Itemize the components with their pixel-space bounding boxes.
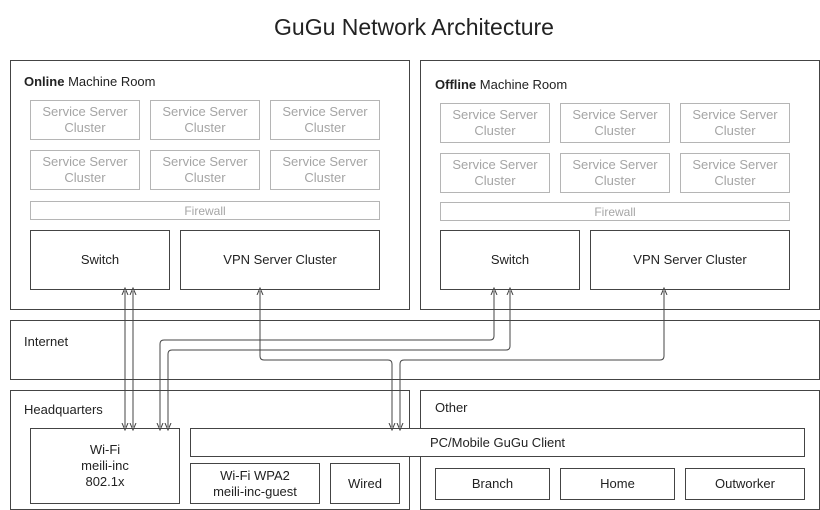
- offline-cluster: Service Server Cluster: [440, 153, 550, 193]
- online-cluster: Service Server Cluster: [270, 100, 380, 140]
- offline-room-label-bold: Offline: [435, 77, 477, 92]
- offline-room-label-rest: Machine Room: [476, 77, 568, 92]
- offline-cluster: Service Server Cluster: [680, 153, 790, 193]
- online-cluster: Service Server Cluster: [30, 100, 140, 140]
- home: Home: [560, 468, 675, 500]
- connector-wifi-offline-switch: [168, 291, 510, 427]
- wifi-8021x: Wi-Fi meili-inc 802.1x: [30, 428, 180, 504]
- wired: Wired: [330, 463, 400, 504]
- online-switch: Switch: [30, 230, 170, 290]
- wifi-guest: Wi-Fi WPA2 meili-inc-guest: [190, 463, 320, 504]
- offline-switch: Switch: [440, 230, 580, 290]
- offline-room-label: Offline Machine Room: [435, 77, 567, 92]
- connector-client-online-vpn: [260, 291, 392, 427]
- branch: Branch: [435, 468, 550, 500]
- online-cluster: Service Server Cluster: [150, 150, 260, 190]
- offline-cluster: Service Server Cluster: [560, 103, 670, 143]
- offline-cluster: Service Server Cluster: [440, 103, 550, 143]
- offline-vpn-cluster: VPN Server Cluster: [590, 230, 790, 290]
- online-cluster: Service Server Cluster: [30, 150, 140, 190]
- online-firewall: Firewall: [30, 201, 380, 220]
- connector-wifi-offline-switch: [160, 291, 494, 427]
- outworker: Outworker: [685, 468, 805, 500]
- online-room-label: Online Machine Room: [24, 74, 156, 89]
- offline-cluster: Service Server Cluster: [560, 153, 670, 193]
- offline-cluster: Service Server Cluster: [680, 103, 790, 143]
- online-room-label-bold: Online: [24, 74, 65, 89]
- offline-firewall: Firewall: [440, 202, 790, 221]
- online-cluster: Service Server Cluster: [270, 150, 380, 190]
- internet-label: Internet: [24, 334, 69, 349]
- online-room-label-rest: Machine Room: [64, 74, 156, 89]
- online-cluster: Service Server Cluster: [150, 100, 260, 140]
- connector-client-offline-vpn: [400, 291, 664, 427]
- diagram-title: GuGu Network Architecture: [274, 14, 554, 40]
- headquarters-label: Headquarters: [24, 402, 103, 417]
- online-vpn-cluster: VPN Server Cluster: [180, 230, 380, 290]
